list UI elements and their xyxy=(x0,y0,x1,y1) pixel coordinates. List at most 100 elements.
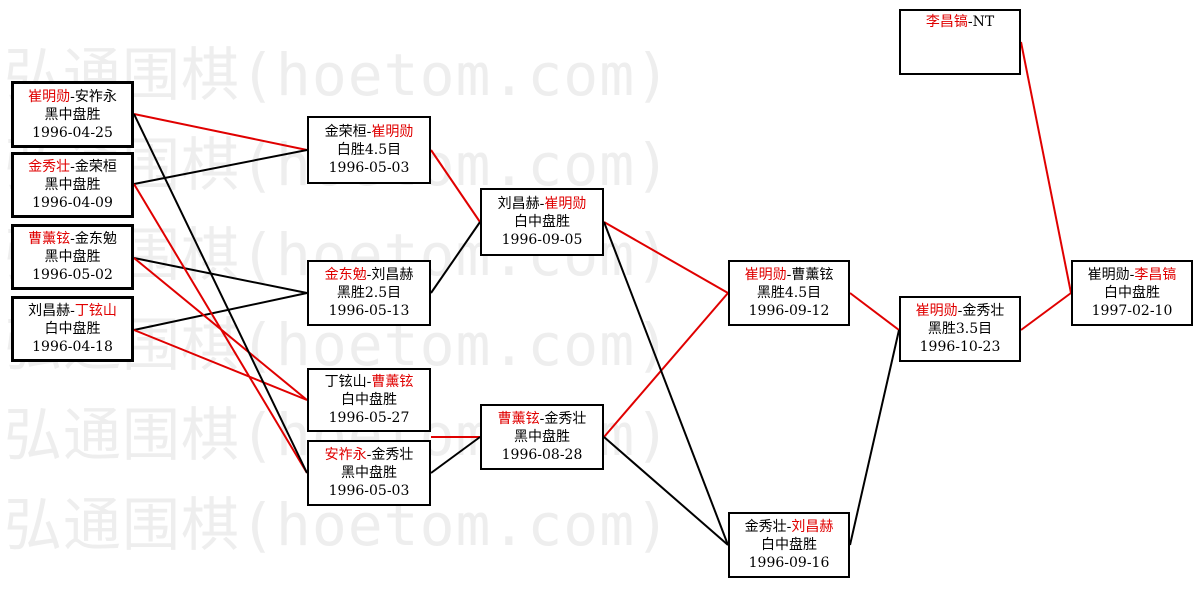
game-players: 崔明勋-曹薰铉 xyxy=(730,266,848,284)
game-result: 黑中盘胜 xyxy=(44,106,101,123)
connector-g11-g13 xyxy=(849,292,900,331)
player-white: 金荣桓 xyxy=(74,159,117,175)
game-date: 1996-09-16 xyxy=(748,555,830,571)
players-separator: - xyxy=(366,267,372,283)
game-players: 刘昌赫-丁铉山 xyxy=(14,302,131,320)
game-result: 黑胜4.5目 xyxy=(756,285,822,301)
game-players: 金东勉-刘昌赫 xyxy=(309,266,429,284)
game-date: 1997-02-10 xyxy=(1091,303,1173,319)
player-black: 金秀壮 xyxy=(744,519,787,535)
connector-g4-g6 xyxy=(133,292,308,331)
players-separator: - xyxy=(366,124,372,140)
player-black: 金秀壮 xyxy=(28,159,71,175)
game-result: 黑胜3.5目 xyxy=(927,321,993,337)
game-result: 黑中盘胜 xyxy=(44,249,101,265)
connector-g10-g12 xyxy=(603,436,729,546)
player-white: 金秀壮 xyxy=(371,447,414,463)
game-date: 1996-05-03 xyxy=(328,160,410,176)
player-white: 刘昌赫 xyxy=(371,267,414,283)
connector-g2-g5 xyxy=(133,149,308,185)
players-separator: - xyxy=(957,303,963,319)
game-date: 1996-09-12 xyxy=(748,303,830,319)
game-date: 1996-04-25 xyxy=(32,124,113,141)
players-separator: - xyxy=(366,447,372,463)
game-date: 1996-04-09 xyxy=(32,195,113,211)
game-players: 曹薰铉-金东勉 xyxy=(14,230,131,248)
player-black: 崔明勋 xyxy=(28,88,71,105)
player-white: 崔明勋 xyxy=(371,124,414,140)
game-date: 1996-05-27 xyxy=(328,410,410,426)
game-date: 1996-05-13 xyxy=(328,303,410,319)
players-separator: - xyxy=(786,519,792,535)
game-date: 1996-09-05 xyxy=(501,232,583,248)
player-white: 丁铉山 xyxy=(74,303,117,319)
players-separator: - xyxy=(539,411,545,427)
game-players: 刘昌赫-崔明勋 xyxy=(482,195,602,213)
players-separator: - xyxy=(539,196,545,212)
players-separator: - xyxy=(70,159,75,175)
game-players: 崔明勋-李昌镐 xyxy=(1073,266,1191,284)
player-black: 刘昌赫 xyxy=(497,196,540,212)
connector-g9-g12 xyxy=(603,221,729,546)
player-black: 崔明勋 xyxy=(744,267,787,283)
game-result: 黑中盘胜 xyxy=(341,465,397,481)
player-white: 金秀壮 xyxy=(544,411,587,427)
player-white: NT xyxy=(972,14,995,30)
connector-g3-g6 xyxy=(133,257,308,294)
game-date: 1996-05-02 xyxy=(32,267,113,283)
game-date: 1996-08-28 xyxy=(501,447,583,463)
game-result: 白中盘胜 xyxy=(341,392,397,408)
game-date: 1996-05-03 xyxy=(328,483,410,499)
connector-g1-g5 xyxy=(133,113,308,151)
game-result: 白中盘胜 xyxy=(761,537,817,553)
connector-g9-g11 xyxy=(603,221,729,294)
connector-g2-g8 xyxy=(133,183,308,474)
connector-g4-g7 xyxy=(133,329,308,401)
game-players: 崔明勋-金秀壮 xyxy=(901,302,1019,320)
players-separator: - xyxy=(1129,267,1135,283)
game-box: 曹薰铉-金东勉黑中盘胜 1996-05-02 xyxy=(11,224,134,290)
connector-g14-g15 xyxy=(1020,41,1072,294)
player-black: 安祚永 xyxy=(324,447,367,463)
players-separator: - xyxy=(967,14,973,30)
players-separator: - xyxy=(70,231,75,247)
game-players: 金秀壮-刘昌赫 xyxy=(730,518,848,536)
connector-g1-g8 xyxy=(133,113,308,474)
game-date: 1996-10-23 xyxy=(919,339,1001,355)
player-white: 金东勉 xyxy=(74,231,117,247)
player-black: 丁铉山 xyxy=(324,374,367,390)
game-box: 崔明勋-金秀壮黑胜3.5目 1996-10-23 xyxy=(899,296,1021,362)
connector-g10-g11 xyxy=(603,292,729,438)
game-box: 崔明勋-曹薰铉黑胜4.5目 1996-09-12 xyxy=(728,260,850,326)
player-black: 崔明勋 xyxy=(1087,267,1130,283)
connector-g5-g9 xyxy=(430,149,481,223)
game-players: 安祚永-金秀壮 xyxy=(309,446,429,464)
players-separator: - xyxy=(70,88,75,105)
connector-g13-g15 xyxy=(1020,292,1072,331)
players-separator: - xyxy=(366,374,372,390)
game-players: 丁铉山-曹薰铉 xyxy=(309,373,429,391)
connector-g8-g10 xyxy=(430,436,481,474)
player-white: 曹薰铉 xyxy=(371,374,414,390)
player-black: 金荣桓 xyxy=(324,124,367,140)
game-result: 白中盘胜 xyxy=(514,214,570,230)
game-players: 金秀壮-金荣桓 xyxy=(14,158,131,176)
game-players: 崔明勋-安祚永 xyxy=(14,88,131,106)
player-white: 崔明勋 xyxy=(544,196,587,212)
player-white: 安祚永 xyxy=(74,88,117,105)
connector-g6-g9 xyxy=(430,221,481,294)
player-black: 刘昌赫 xyxy=(28,303,71,319)
player-black: 李昌镐 xyxy=(925,14,968,30)
player-white: 刘昌赫 xyxy=(791,519,834,535)
player-white: 李昌镐 xyxy=(1134,267,1177,283)
player-black: 金东勉 xyxy=(324,267,367,283)
